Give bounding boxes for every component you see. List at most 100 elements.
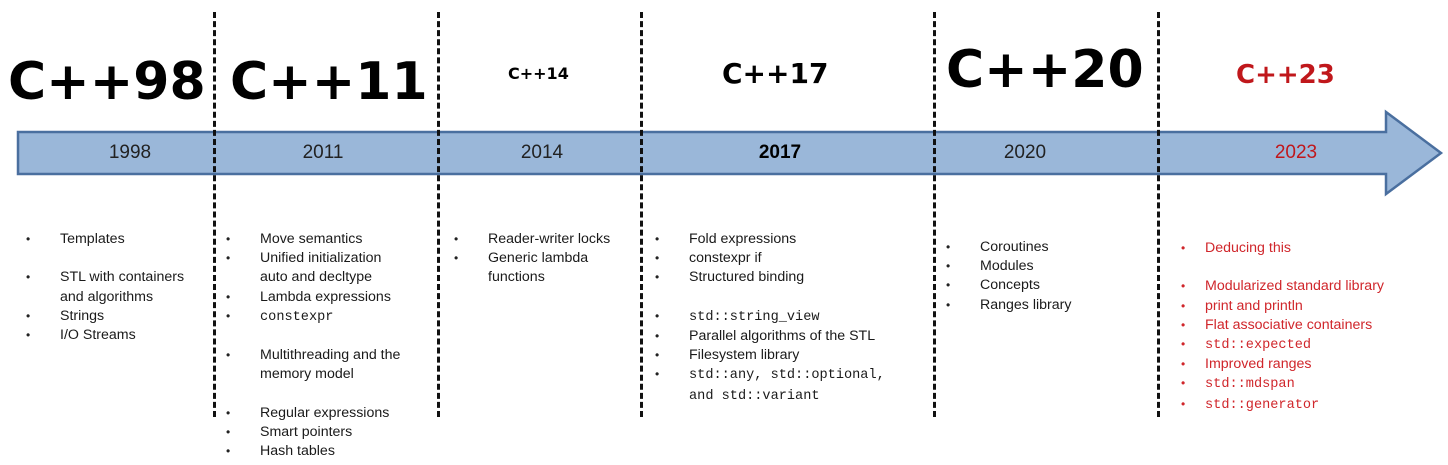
feature-text: Concepts (980, 277, 1040, 294)
feature-text: and algorithms (60, 288, 154, 305)
era-divider (437, 12, 440, 417)
feature-item: • Multithreading and the (226, 346, 400, 365)
feature-item: • Modules (946, 257, 1071, 276)
bullet-icon: • (655, 329, 660, 343)
feature-text: Flat associative containers (1205, 316, 1373, 333)
bullet-icon: • (1181, 337, 1186, 351)
feature-text: Hash tables (260, 443, 335, 460)
bullet-icon: • (946, 240, 951, 254)
feature-text: Unified initialization (260, 250, 382, 267)
version-label-cpp23: C++23 (1236, 60, 1335, 90)
bullet-icon: • (454, 251, 459, 266)
feature-item: • Coroutines (946, 238, 1071, 257)
feature-item: •Modularized standard library (1181, 277, 1384, 296)
feature-text: auto and decltype (260, 269, 373, 286)
feature-text: std::generator (1205, 397, 1320, 413)
bullet-icon: • (26, 328, 31, 342)
feature-text: and std::variant (689, 388, 820, 404)
feature-item: •std::any, std::optional, (655, 365, 885, 385)
feature-item: • std::generator (1181, 395, 1384, 415)
feature-text: Regular expressions (260, 404, 390, 421)
feature-text: Modularized standard library (1205, 278, 1385, 295)
feature-text: std::string_view (689, 309, 820, 325)
feature-text: STL with containers (60, 269, 185, 286)
bullet-icon: • (226, 308, 231, 323)
feature-text: Parallel algorithms of the STL (689, 328, 876, 344)
feature-text: Deducing this (1205, 240, 1291, 256)
feature-text: Filesystem library (689, 347, 800, 364)
feature-text: Smart pointers (260, 424, 353, 440)
bullet-icon: • (655, 308, 660, 323)
bullet-icon: • (655, 251, 660, 266)
bullet-icon: • (1181, 298, 1186, 313)
feature-item: • print and println (1181, 297, 1384, 316)
feature-text: Multithreading and the (260, 347, 401, 364)
feature-list-cpp20: • Coroutines • Modules • Concepts •Ranges libr… (946, 238, 1071, 315)
bullet-icon: • (946, 259, 951, 274)
era-divider (213, 12, 216, 417)
bullet-icon: • (946, 278, 951, 293)
year-label-1998: 1998 (108, 142, 152, 163)
year-label-2017: 2017 (758, 142, 802, 163)
feature-text: Reader-writer locks (488, 231, 611, 247)
era-divider (1157, 12, 1160, 417)
bullet-icon: • (226, 425, 231, 439)
version-label-cpp11: C++11 (230, 52, 428, 112)
version-label-cpp98: C++98 (8, 52, 206, 112)
era-divider (640, 12, 643, 417)
feature-item: •Regular expressions (226, 404, 400, 423)
feature-item: •std::mdspan (1181, 374, 1384, 394)
feature-text: Modules (980, 258, 1034, 275)
feature-item: •Generic lambda (454, 249, 610, 268)
feature-item: • STL with containers (26, 268, 184, 287)
feature-item: • Strings (26, 307, 184, 326)
bullet-icon: • (1181, 241, 1186, 255)
feature-text: constexpr (260, 309, 334, 325)
feature-text: std::any, std::optional, (689, 368, 885, 384)
year-label-2023: 2023 (1274, 142, 1318, 163)
feature-text: print and println (1205, 297, 1303, 314)
feature-text: Lambda expressions (260, 288, 391, 305)
version-label-cpp17: C++17 (722, 57, 829, 90)
feature-item: •Ranges library (946, 296, 1071, 315)
feature-item: functions (454, 268, 610, 287)
feature-text: Move semantics (260, 231, 363, 247)
feature-text: Fold expressions (689, 231, 797, 247)
feature-item: •Hash tables (226, 442, 400, 461)
feature-text: memory model (260, 366, 354, 383)
feature-item: • Reader-writer locks (454, 230, 610, 249)
feature-text: std::expected (1205, 338, 1312, 353)
feature-item: •Unified initialization (226, 249, 400, 268)
bullet-icon: • (655, 270, 660, 285)
bullet-icon: • (655, 232, 660, 246)
feature-text: Coroutines (980, 239, 1049, 255)
bullet-icon: • (226, 348, 231, 363)
feature-item: • Lambda expressions (226, 288, 400, 307)
feature-item: •Structured binding (655, 268, 885, 287)
feature-item: • std::string_view (655, 307, 885, 327)
feature-text: Strings (60, 307, 105, 324)
feature-list-cpp23: •Deducing this•Modularized standard libr… (1181, 239, 1384, 415)
bullet-icon: • (26, 270, 31, 285)
feature-item: • Parallel algorithms of the STL (655, 327, 885, 346)
bullet-icon: • (1181, 317, 1186, 332)
bullet-icon: • (226, 289, 231, 304)
feature-item: •Templates (26, 230, 184, 249)
feature-text: functions (488, 269, 545, 286)
feature-item: • Fold expressions (655, 230, 885, 249)
feature-item: • constexpr (226, 307, 400, 327)
bullet-icon: • (454, 232, 459, 246)
bullet-icon: • (1181, 396, 1186, 411)
bullet-icon: • (226, 232, 231, 246)
feature-text: Templates (60, 231, 125, 247)
bullet-icon: • (1181, 357, 1186, 372)
bullet-icon: • (26, 308, 31, 323)
version-label-cpp14: C++14 (508, 64, 569, 83)
feature-item: •I/O Streams (26, 326, 184, 345)
feature-item: auto and decltype (226, 268, 400, 287)
timeline-arrow-shape (16, 109, 1444, 197)
bullet-icon: • (1181, 376, 1186, 391)
feature-item: •constexpr if (655, 249, 885, 268)
